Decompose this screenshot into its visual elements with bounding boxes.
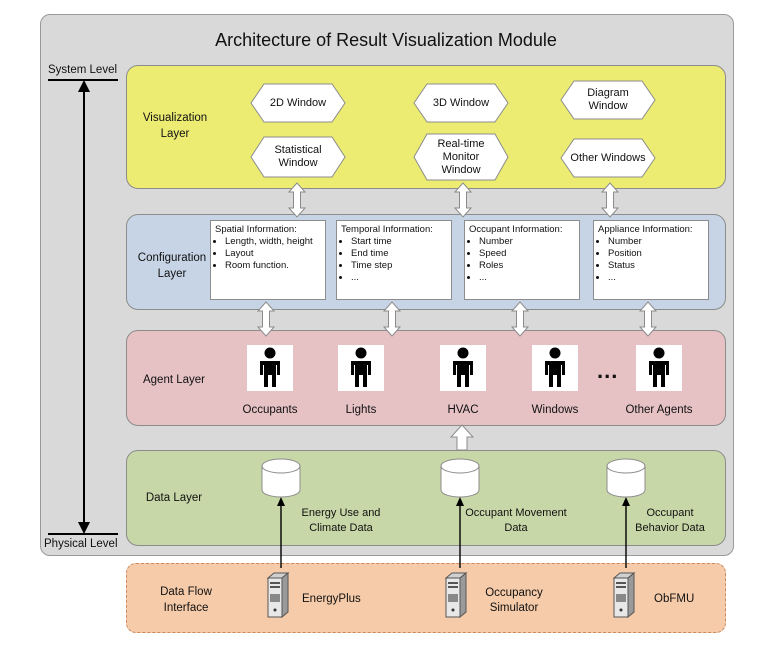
appliance-info-item: Position <box>608 248 704 260</box>
window-2d-label: 2D Window <box>269 96 327 109</box>
agent-label-hvac: HVAC <box>447 404 479 416</box>
agent-layer <box>126 330 726 426</box>
vis-config-arrow-2 <box>454 182 472 218</box>
physical-level-label: Physical Level <box>44 538 118 550</box>
system-level-label: System Level <box>48 64 118 76</box>
config-agent-arrow-1 <box>257 301 275 337</box>
appliance-info-title: Appliance Information: <box>598 224 693 235</box>
temporal-info-box: Temporal Information: Start time End tim… <box>336 220 452 300</box>
window-2d: 2D Window <box>250 83 346 123</box>
visualization-layer-label: Visualization Layer <box>142 112 208 140</box>
diagram-title: Architecture of Result Visualization Mod… <box>215 30 557 50</box>
occupant-movement-data-label: Occupant Movement Data <box>465 507 567 534</box>
config-agent-arrow-2 <box>383 301 401 337</box>
occupancy-simulator-server-icon <box>445 572 467 618</box>
occupant-info-title: Occupant Information: <box>469 224 563 235</box>
other-agents-icon <box>636 345 682 391</box>
window-3d: 3D Window <box>413 83 509 123</box>
hvac-agent-icon <box>440 345 486 391</box>
vis-config-arrow-3 <box>601 182 619 218</box>
occupant-info-box: Occupant Information: Number Speed Roles… <box>464 220 580 300</box>
energy-climate-data-label: Energy Use and Climate Data <box>301 507 381 534</box>
occupant-behavior-database-icon <box>606 458 646 498</box>
agent-ellipsis: ... <box>597 358 619 383</box>
energyplus-label: EnergyPlus <box>302 593 361 605</box>
agent-label-lights: Lights <box>345 404 377 416</box>
occupant-behavior-data-label: Occupant Behavior Data <box>635 507 705 534</box>
windows-agent-icon <box>532 345 578 391</box>
obfmu-label: ObFMU <box>654 593 695 605</box>
agent-label-other-agents: Other Agents <box>625 404 693 416</box>
configuration-layer-label: Configuration Layer <box>137 252 207 280</box>
spatial-info-title: Spatial Information: <box>215 224 297 235</box>
spatial-info-item: Length, width, height <box>225 236 321 248</box>
occupant-movement-database-icon <box>440 458 480 498</box>
vis-config-arrow-1 <box>288 182 306 218</box>
spatial-info-item: Layout <box>225 248 321 260</box>
temporal-info-title: Temporal Information: <box>341 224 433 235</box>
window-other-label: Other Windows <box>570 151 646 164</box>
obfmu-server-icon <box>613 572 635 618</box>
window-other: Other Windows <box>560 138 656 178</box>
window-statistical: Statistical Window <box>250 136 346 178</box>
appliance-info-item: ... <box>608 272 704 284</box>
data-layer-label: Data Layer <box>145 492 203 504</box>
appliance-info-item: Status <box>608 260 704 272</box>
temporal-info-item: End time <box>351 248 447 260</box>
agent-label-windows: Windows <box>531 404 579 416</box>
window-diagram-label: Diagram Window <box>587 87 629 112</box>
data-agent-arrow <box>449 424 475 451</box>
window-realtime-monitor: Real-time Monitor Window <box>413 133 509 181</box>
agent-label-occupants: Occupants <box>242 404 298 416</box>
spatial-info-box: Spatial Information: Length, width, heig… <box>210 220 326 300</box>
config-agent-arrow-3 <box>511 301 529 337</box>
lights-agent-icon <box>338 345 384 391</box>
occupant-info-item: Number <box>479 236 575 248</box>
spatial-info-item: Room function. <box>225 260 321 272</box>
data-flow-interface-label: Data Flow Interface <box>160 586 212 614</box>
occupant-info-item: Speed <box>479 248 575 260</box>
window-diagram: Diagram Window <box>560 80 656 120</box>
temporal-info-item: Time step <box>351 260 447 272</box>
occupancy-simulator-label: Occupancy Simulator <box>485 587 543 614</box>
window-realtime-monitor-label: Real-time Monitor Window <box>437 137 485 176</box>
agent-layer-label: Agent Layer <box>142 374 205 386</box>
window-statistical-label: Statistical Window <box>274 144 322 169</box>
appliance-info-item: Number <box>608 236 704 248</box>
energyplus-server-icon <box>267 572 289 618</box>
temporal-info-item: Start time <box>351 236 447 248</box>
level-arrow <box>48 79 118 535</box>
appliance-info-box: Appliance Information: Number Position S… <box>593 220 709 300</box>
config-agent-arrow-4 <box>639 301 657 337</box>
occupant-info-item: ... <box>479 272 575 284</box>
occupants-agent-icon <box>247 345 293 391</box>
window-3d-label: 3D Window <box>432 96 490 109</box>
occupant-info-item: Roles <box>479 260 575 272</box>
temporal-info-item: ... <box>351 272 447 284</box>
energy-climate-database-icon <box>261 458 301 498</box>
